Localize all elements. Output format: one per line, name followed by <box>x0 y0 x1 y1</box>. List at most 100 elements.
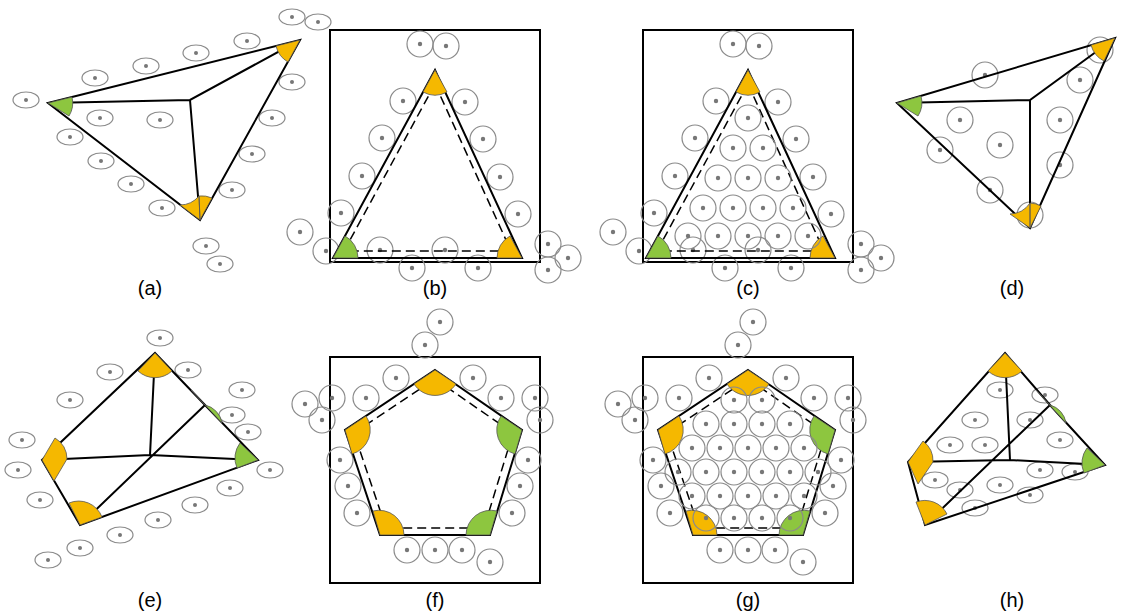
circle-mark <box>679 435 705 461</box>
circle-mark <box>750 135 776 161</box>
vertex-wedge <box>423 70 447 95</box>
circle-mark <box>1047 152 1073 178</box>
panel-frame <box>330 357 540 583</box>
circle-mark <box>175 362 201 378</box>
circle-mark <box>763 483 789 509</box>
circle-mark <box>987 382 1013 398</box>
circle-mark <box>259 110 285 126</box>
triangle-outline <box>333 70 522 258</box>
circle-mark <box>1047 107 1073 133</box>
vertex-wedge <box>180 196 212 220</box>
circle-mark <box>721 411 747 437</box>
circle-mark <box>13 92 39 108</box>
pentagon-panel <box>605 309 866 583</box>
vertex-wedge <box>414 370 456 395</box>
vertex-wedge <box>1010 203 1041 228</box>
circle-mark <box>477 549 503 575</box>
vertex-wedge <box>345 416 370 454</box>
circle-mark <box>721 459 747 485</box>
circle-mark <box>777 411 803 437</box>
circle-mark <box>765 223 791 249</box>
circle-mark <box>795 223 821 249</box>
circle-mark <box>749 505 775 531</box>
circle-mark <box>390 88 416 114</box>
circle-mark <box>279 9 305 25</box>
dashed-pentagon <box>354 379 513 528</box>
vertex-wedge <box>333 236 358 258</box>
panel-label: (d) <box>1000 277 1024 299</box>
circle-mark <box>235 424 261 440</box>
circle-mark <box>313 238 339 264</box>
edge-circles <box>13 9 331 272</box>
circle-mark <box>735 105 761 131</box>
panel-label: (g) <box>736 589 760 611</box>
circle-mark <box>344 500 370 526</box>
circle-mark <box>57 392 83 408</box>
edge-circles <box>5 330 283 568</box>
circle-mark <box>118 176 144 192</box>
circle-mark <box>535 231 561 257</box>
circle-mark <box>720 135 746 161</box>
circle-mark <box>353 385 379 411</box>
circle-mark <box>452 89 478 115</box>
circle-mark <box>147 330 173 346</box>
circle-mark <box>449 537 475 563</box>
circle-mark <box>735 435 761 461</box>
circle-mark <box>412 332 438 358</box>
circle-mark <box>287 219 313 245</box>
circle-mark <box>145 512 171 528</box>
circle-mark <box>193 238 219 254</box>
panel-frame <box>330 30 540 262</box>
circle-mark <box>57 129 83 145</box>
circle-mark <box>219 182 245 198</box>
vertex-wedge <box>916 500 947 525</box>
circle-mark <box>470 126 496 152</box>
circle-mark <box>947 482 973 498</box>
circle-mark <box>962 412 988 428</box>
circle-mark <box>750 195 776 221</box>
circle-mark <box>207 256 233 272</box>
circle-mark <box>487 164 513 190</box>
circle-mark <box>555 245 581 271</box>
figure-outline <box>908 353 1105 525</box>
circle-mark <box>720 195 746 221</box>
circle-mark <box>765 165 791 191</box>
circle-mark <box>219 407 245 423</box>
vertex-wedge <box>988 353 1022 378</box>
circle-mark <box>791 435 817 461</box>
panel-label: (b) <box>423 277 447 299</box>
circle-mark <box>705 165 731 191</box>
circle-mark <box>499 500 525 526</box>
vertex-wedge <box>235 443 258 468</box>
circle-mark <box>292 391 318 417</box>
circle-mark <box>522 385 548 411</box>
panel-label: (f) <box>426 589 445 611</box>
circle-mark <box>407 31 433 57</box>
circle-mark <box>433 33 459 59</box>
circle-mark <box>35 552 61 568</box>
circle-mark <box>383 365 409 391</box>
circle-mark <box>88 153 114 169</box>
vertex-wedge <box>897 96 922 116</box>
vertex-wedge <box>138 353 172 378</box>
circle-mark <box>107 527 133 543</box>
interior-circles <box>665 387 831 531</box>
vertex-wedge <box>1091 38 1115 61</box>
circle-mark <box>319 385 345 411</box>
circle-mark <box>679 483 705 509</box>
panel-label: (a) <box>138 277 162 299</box>
circle-mark <box>217 480 243 496</box>
vertex-wedge <box>276 40 300 62</box>
circle-mark <box>432 237 458 263</box>
figure-outline <box>42 353 258 525</box>
panel-label: (e) <box>138 589 162 611</box>
circle-mark <box>422 537 448 563</box>
vertex-wedge <box>191 390 222 423</box>
circle-mark <box>805 459 831 485</box>
figure-outline <box>897 38 1115 228</box>
dashed-triangle <box>344 84 511 251</box>
circle-mark <box>234 33 260 49</box>
edge-circles <box>292 309 553 575</box>
